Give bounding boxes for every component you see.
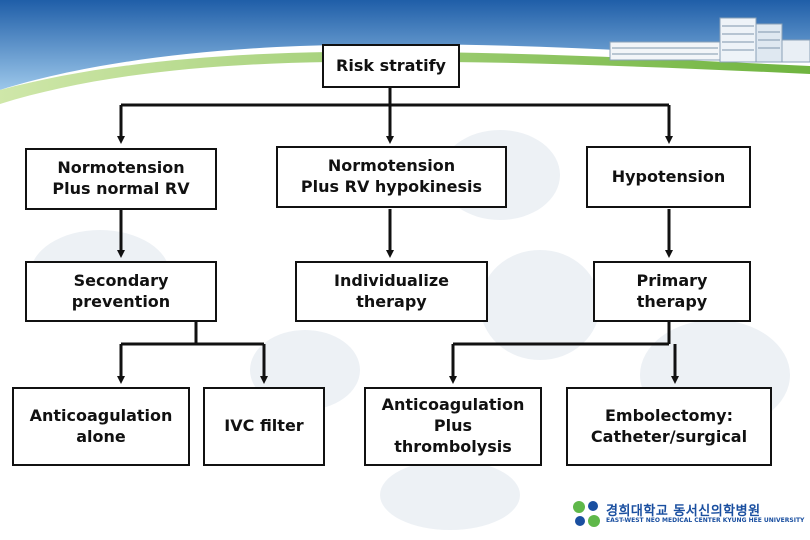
anticoagulation-alone-box: Anticoagulation alone bbox=[12, 387, 190, 466]
header-banner bbox=[0, 0, 810, 104]
logo-text-korean: 경희대학교 동서신의학병원 bbox=[606, 504, 761, 519]
risk-stratify-box: Risk stratify bbox=[322, 44, 460, 88]
embolectomy-box: Embolectomy: Catheter/surgical bbox=[566, 387, 772, 466]
normotension-normal-rv-box: Normotension Plus normal RV bbox=[25, 148, 217, 210]
normotension-rv-hypokinesis-box: Normotension Plus RV hypokinesis bbox=[276, 146, 507, 208]
hospital-building-icon bbox=[609, 17, 810, 63]
anticoagulation-thrombolysis-label: Anticoagulation Plus thrombolysis bbox=[381, 395, 525, 456]
individualize-therapy-label: Individualize therapy bbox=[334, 270, 449, 311]
anticoagulation-thrombolysis-box: Anticoagulation Plus thrombolysis bbox=[364, 387, 542, 466]
hypotension-label: Hypotension bbox=[611, 166, 726, 186]
logo-mark-icon bbox=[573, 501, 600, 527]
ivc-filter-box: IVC filter bbox=[203, 387, 325, 466]
normotension-normal-rv-label: Normotension Plus normal RV bbox=[52, 158, 190, 198]
hypotension-box: Hypotension bbox=[586, 146, 751, 208]
risk-stratify-label: Risk stratify bbox=[336, 55, 446, 75]
primary-therapy-label: Primary therapy bbox=[636, 270, 708, 311]
background-blob bbox=[380, 460, 520, 530]
logo-text-english: EAST-WEST NEO MEDICAL CENTER KYUNG HEE U… bbox=[606, 517, 805, 524]
embolectomy-label: Embolectomy: Catheter/surgical bbox=[590, 405, 748, 446]
ivc-filter-label: IVC filter bbox=[224, 416, 304, 436]
primary-therapy-box: Primary therapy bbox=[593, 261, 751, 322]
background-blob bbox=[480, 250, 600, 360]
hospital-logo: 경희대학교 동서신의학병원 EAST-WEST NEO MEDICAL CENT… bbox=[570, 498, 804, 534]
secondary-prevention-label: Secondary prevention bbox=[71, 270, 171, 311]
anticoagulation-alone-label: Anticoagulation alone bbox=[29, 405, 173, 446]
secondary-prevention-box: Secondary prevention bbox=[25, 261, 217, 322]
individualize-therapy-box: Individualize therapy bbox=[295, 261, 488, 322]
normotension-rv-hypokinesis-label: Normotension Plus RV hypokinesis bbox=[300, 156, 483, 196]
